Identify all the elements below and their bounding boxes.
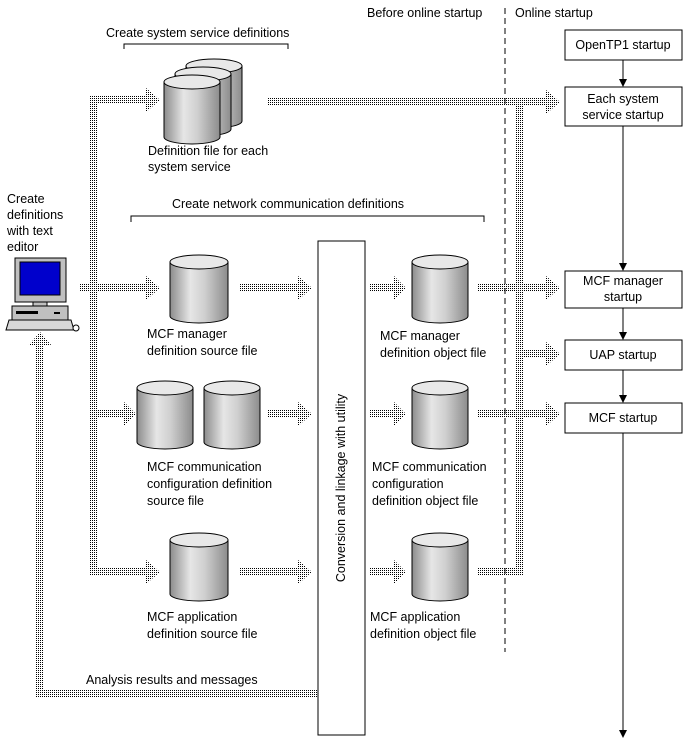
each-system-startup-box <box>564 86 683 127</box>
mcf-communication-object-label-3: definition object file <box>372 494 478 508</box>
mcf-application-object-label-2: definition object file <box>370 627 476 641</box>
mcf-communication-source-label-1: MCF communication <box>147 460 262 474</box>
mcf-communication-object-cylinder <box>411 380 469 450</box>
editor-label-2: definitions <box>7 208 63 222</box>
opentp1-startup-box <box>564 29 683 61</box>
mcf-communication-source-label-3: source file <box>147 494 204 508</box>
mcf-manager-startup-label-1: MCF manager <box>583 274 663 288</box>
mcf-application-object-cylinder <box>411 532 469 602</box>
group-system-service-bracket <box>123 43 289 49</box>
mcf-manager-source-label-2: definition source file <box>147 344 258 358</box>
mcf-manager-object-cylinder <box>411 254 469 324</box>
editor-label-1: Create <box>7 192 45 206</box>
utility-box <box>317 240 366 736</box>
analysis-label: Analysis results and messages <box>86 673 258 687</box>
analysis-return-path <box>28 332 318 698</box>
mcf-manager-startup-box <box>564 270 683 309</box>
mcf-communication-source-cylinders <box>136 380 261 450</box>
group-network-label: Create network communication definitions <box>172 197 404 211</box>
group-network-bracket <box>130 215 485 222</box>
uap-startup-box <box>564 339 683 371</box>
group-system-service-label: Create system service definitions <box>106 26 289 40</box>
system-definition-file-label-1: Definition file for each <box>148 144 268 158</box>
mcf-manager-object-label-1: MCF manager <box>380 329 460 343</box>
uap-startup-label: UAP startup <box>589 348 656 362</box>
header-online: Online startup <box>515 6 593 20</box>
system-definition-file-cylinders <box>163 58 243 145</box>
opentp1-startup-label: OpenTP1 startup <box>575 38 670 52</box>
mcf-manager-startup-label-2: startup <box>604 290 642 304</box>
mcf-manager-object-label-2: definition object file <box>380 346 486 360</box>
editor-label-4: editor <box>7 240 38 254</box>
editor-dotted-bus <box>80 88 160 584</box>
editor-label-3: with text <box>6 224 53 238</box>
header-before-online: Before online startup <box>367 6 482 20</box>
mcf-startup-box <box>564 402 683 434</box>
mcf-application-object-label-1: MCF application <box>370 610 460 624</box>
mcf-communication-object-label-2: configuration <box>372 477 444 491</box>
objects-to-startup-arrows <box>478 106 560 576</box>
each-system-startup-label-1: Each system <box>587 92 659 106</box>
mcf-application-source-label-2: definition source file <box>147 627 258 641</box>
utility-to-objects-arrows <box>370 276 406 584</box>
mcf-communication-source-label-2: configuration definition <box>147 477 272 491</box>
computer-icon <box>5 257 80 332</box>
utility-label: Conversion and linkage with utility <box>334 393 348 582</box>
sources-to-utility-arrows <box>240 276 312 584</box>
mcf-application-source-cylinder <box>169 532 229 602</box>
mcf-manager-source-label-1: MCF manager <box>147 327 227 341</box>
mcf-application-source-label-1: MCF application <box>147 610 237 624</box>
mcf-communication-object-label-1: MCF communication <box>372 460 487 474</box>
mcf-manager-source-cylinder <box>169 254 229 324</box>
each-system-startup-label-2: service startup <box>582 108 663 122</box>
mcf-startup-label: MCF startup <box>589 411 658 425</box>
system-definition-file-label-2: system service <box>148 160 231 174</box>
system-def-to-startup-arrow <box>268 90 560 114</box>
